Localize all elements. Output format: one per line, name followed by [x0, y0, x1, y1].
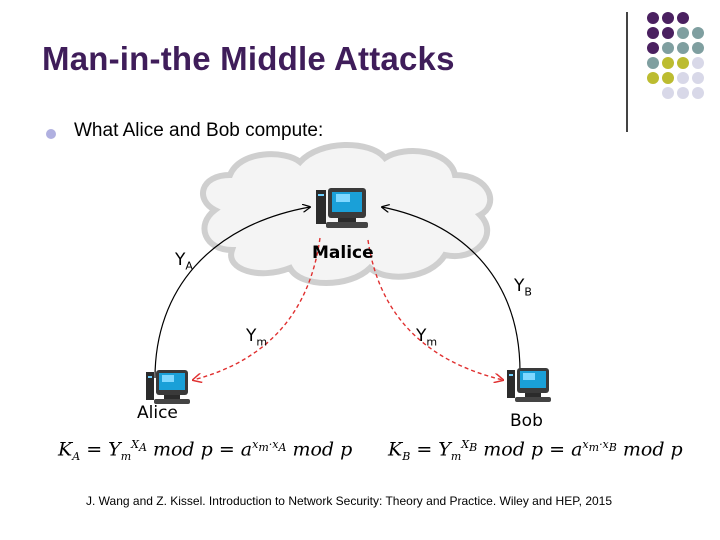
arc-bob-to-malice	[382, 207, 521, 373]
bob-label: Bob	[510, 411, 543, 431]
decorative-dot	[677, 72, 689, 84]
dashed-malice-to-alice	[193, 237, 321, 380]
decorative-dot	[692, 42, 704, 54]
alice-label: Alice	[137, 403, 178, 423]
decorative-dot	[662, 12, 674, 24]
decorative-dot	[647, 72, 659, 84]
decorative-dot	[662, 72, 674, 84]
formula-bob: KB = YmXB mod p = axm·xB mod p	[388, 438, 683, 464]
ya-label: YA	[175, 250, 193, 273]
decorative-dot	[647, 27, 659, 39]
computer-icon	[507, 368, 551, 402]
decorative-dot	[647, 57, 659, 69]
decorative-dot	[647, 42, 659, 54]
computer-icon	[316, 188, 368, 228]
slide-title: Man-in-the Middle Attacks	[42, 40, 455, 77]
computer-icon	[146, 370, 190, 404]
decorative-dot	[677, 12, 689, 24]
decorative-dot	[677, 87, 689, 99]
bullet-text: What Alice and Bob compute:	[74, 120, 324, 141]
decorative-dot	[677, 57, 689, 69]
decorative-dot	[647, 12, 659, 24]
divider-line	[626, 12, 628, 132]
malice-label: Malice	[312, 243, 374, 263]
ym-right-label: Ym	[416, 326, 438, 349]
bullet-dot	[46, 129, 56, 139]
decorative-dot	[692, 27, 704, 39]
decorative-dot	[662, 42, 674, 54]
ym-left-label: Ym	[246, 326, 268, 349]
decorative-dot	[692, 87, 704, 99]
decorative-dot	[692, 72, 704, 84]
decorative-dot	[677, 42, 689, 54]
decorative-dot	[692, 57, 704, 69]
arc-alice-to-malice	[154, 207, 310, 379]
decorative-dot	[662, 87, 674, 99]
citation: J. Wang and Z. Kissel. Introduction to N…	[86, 494, 613, 508]
decorative-dot	[677, 27, 689, 39]
formula-alice: KA = YmXA mod p = axm·xA mod p	[58, 438, 353, 464]
decorative-dot-grid	[647, 12, 704, 99]
yb-label: YB	[514, 276, 532, 299]
dashed-malice-to-bob	[367, 239, 503, 380]
decorative-dot	[662, 27, 674, 39]
decorative-dot	[662, 57, 674, 69]
